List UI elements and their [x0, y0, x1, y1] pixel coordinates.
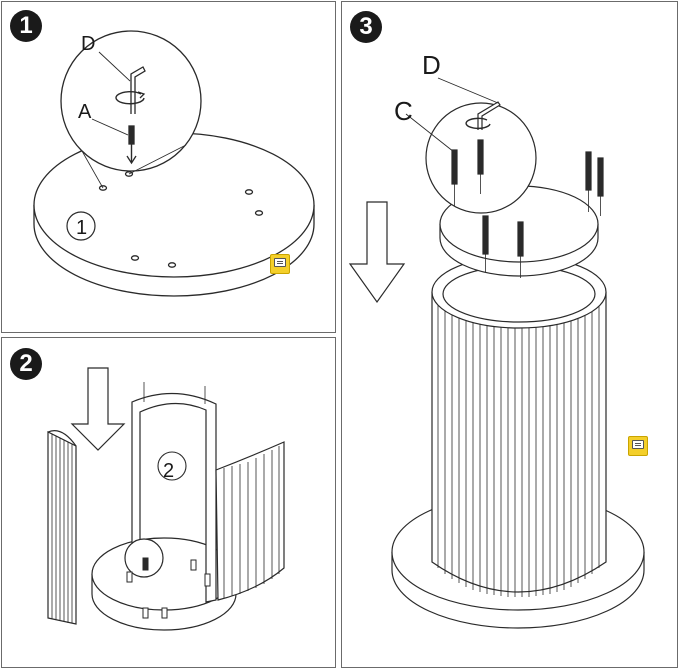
column-fluting: [437, 293, 600, 597]
rotation-arrow-icon: [115, 91, 145, 105]
label-c: C: [394, 96, 413, 126]
step-3-illustration: D C: [348, 50, 645, 629]
down-arrow-icon: [348, 201, 406, 304]
comment-note-icon[interactable]: [270, 254, 290, 274]
label-d: D: [422, 50, 441, 80]
step-2-illustration: 2: [47, 367, 285, 631]
step-2-panel: 2: [1, 337, 336, 668]
base-bolts: [126, 557, 211, 619]
rotation-arrow-icon: [465, 117, 491, 130]
tabletop-holes: [98, 171, 264, 268]
down-arrow-icon: [70, 367, 126, 451]
magnifier-screws: [451, 139, 484, 206]
step-3-panel: 3: [341, 1, 678, 668]
label-d: D: [81, 33, 95, 55]
step-1-number-mark: 1: [76, 217, 87, 239]
step-2-number-mark: 2: [163, 460, 174, 482]
step-3-badge: 3: [350, 11, 382, 43]
step-1-illustration: D A 1: [33, 30, 315, 297]
left-column-segment: [47, 430, 77, 625]
step-1-panel: 1: [1, 1, 336, 333]
right-column-segment: [215, 441, 285, 601]
comment-note-icon[interactable]: [628, 436, 648, 456]
long-screws-c: [482, 151, 604, 278]
column-body: [431, 292, 607, 593]
step-1-badge: 1: [10, 10, 42, 42]
screw-a: [128, 125, 135, 145]
step-2-badge: 2: [10, 348, 42, 380]
label-a: A: [78, 101, 92, 123]
hex-key: [130, 66, 146, 114]
